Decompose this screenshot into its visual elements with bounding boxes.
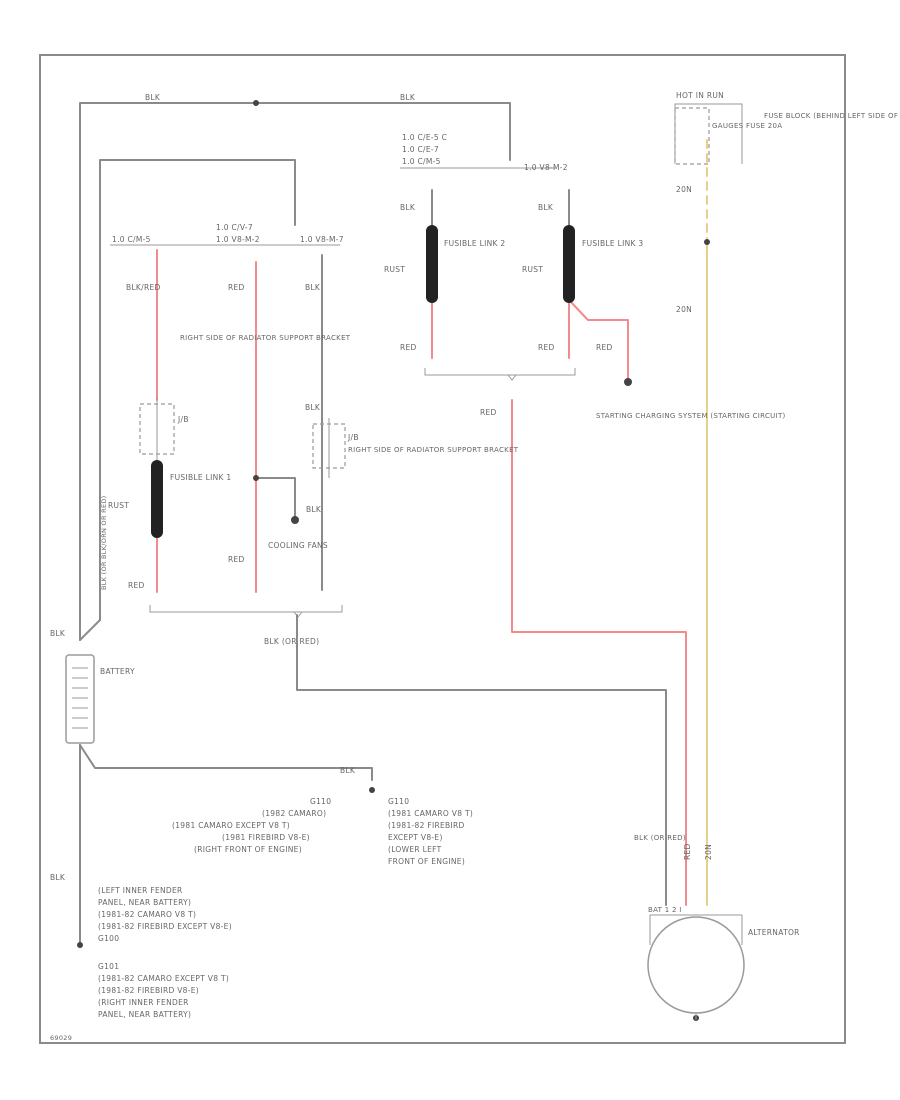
label-g110-e: (RIGHT FRONT OF ENGINE) [194, 845, 302, 854]
label-hot-top-right: 1.0 V8-M-2 [524, 163, 568, 172]
label-g110r-d: EXCEPT V8-E) [388, 833, 443, 842]
label-gauges-fuse: GAUGES FUSE 20A [712, 122, 782, 130]
label-right-row: 1.0 V8-M-7 [300, 235, 344, 244]
diagram-border [39, 54, 846, 1044]
label-red-fl1: RED [128, 581, 145, 590]
label-ground-left-f: G101 [98, 962, 119, 971]
label-alt-terminals: BAT 1 2 I [648, 906, 682, 914]
label-hot-line3: 1.0 C/M-5 [402, 157, 441, 166]
label-bright-side: RIGHT SIDE OF RADIATOR SUPPORT BRACKET [180, 334, 351, 342]
label-vertical-blk: BLK (OR BLK/ORN OR RED) [100, 495, 108, 590]
label-ground-left-h: (1981-82 FIREBIRD V8-E) [98, 986, 199, 995]
label-20n-top: 20N [676, 185, 692, 194]
label-cooling-fans: COOLING FANS [268, 541, 328, 550]
alternator [647, 914, 745, 1020]
label-blk-ground-g110: BLK [340, 766, 356, 775]
label-fuse-row1: 1.0 C/M-5 [112, 235, 151, 244]
label-ground-left-d: (1981-82 FIREBIRD EXCEPT V8-E) [98, 922, 232, 931]
red-wires [156, 249, 687, 906]
label-20n-alt: 20N [704, 844, 713, 860]
label-g110-a: G110 [310, 797, 331, 806]
label-blk-fl2: BLK [400, 203, 416, 212]
label-fuse-row3: 1.0 V8-M-2 [216, 235, 260, 244]
labels: BLK BLK 1.0 C/E-5 C 1.0 C/E-7 1.0 C/M-5 … [50, 91, 900, 1042]
label-right-side-rad: RIGHT SIDE OF RADIATOR SUPPORT BRACKET [348, 446, 519, 454]
label-blk-or-red-alt: BLK (OR RED) [634, 834, 686, 842]
label-blk-ground-left: BLK [50, 873, 66, 882]
label-rust-fl1: RUST [108, 501, 129, 510]
label-blk-fan: BLK [306, 505, 322, 514]
label-jb-right: J/B [347, 433, 359, 442]
label-blk-top-mid: BLK [400, 93, 416, 102]
label-code: 69029 [50, 1034, 72, 1042]
label-ground-left-j: PANEL, NEAR BATTERY) [98, 1010, 191, 1019]
label-blk-battery: BLK [50, 629, 66, 638]
label-red-fl3-branch: RED [596, 343, 613, 352]
label-ground-left-b: PANEL, NEAR BATTERY) [98, 898, 191, 907]
label-g110-b: (1982 CAMARO) [262, 809, 326, 818]
junction-blocks [139, 103, 743, 478]
label-blk-fl3: BLK [538, 203, 554, 212]
label-ground-left-g: (1981-82 CAMARO EXCEPT V8 T) [98, 974, 229, 983]
label-red-alt: RED [683, 843, 692, 860]
label-g110-c: (1981 CAMARO EXCEPT V8 T) [172, 821, 290, 830]
fusible-link-2-body [426, 225, 438, 303]
label-rust-fl3: RUST [522, 265, 543, 274]
label-g110r-c: (1981-82 FIREBIRD [388, 821, 465, 830]
splices [77, 100, 710, 1021]
label-g110r-a: G110 [388, 797, 409, 806]
label-blk-top-left: BLK [145, 93, 161, 102]
label-g110r-f: FRONT OF ENGINE) [388, 857, 465, 866]
label-blk-right: BLK [305, 283, 321, 292]
label-fuse-block: FUSE BLOCK (BEHIND LEFT SIDE OF I/P) [764, 112, 900, 120]
label-g110r-e: (LOWER LEFT [388, 845, 442, 854]
label-red-fl3: RED [538, 343, 555, 352]
label-fuse-row2: 1.0 C/V-7 [216, 223, 253, 232]
fusible-links [151, 225, 575, 538]
label-hot-run: HOT IN RUN [676, 91, 724, 100]
label-red-long: RED [480, 408, 497, 417]
black-wires [79, 102, 667, 946]
label-fusible-link-2: FUSIBLE LINK 2 [444, 239, 506, 248]
label-alternator: ALTERNATOR [748, 928, 800, 937]
label-g110r-b: (1981 CAMARO V8 T) [388, 809, 473, 818]
label-ground-left-i: (RIGHT INNER FENDER [98, 998, 189, 1007]
label-red-mid: RED [228, 283, 245, 292]
label-fusible-link-3: FUSIBLE LINK 3 [582, 239, 644, 248]
label-ground-left-e: G100 [98, 934, 119, 943]
label-fusible-link-1: FUSIBLE LINK 1 [170, 473, 232, 482]
label-battery: BATTERY [100, 667, 135, 676]
label-ground-left-c: (1981-82 CAMARO V8 T) [98, 910, 196, 919]
label-ground-left-a: (LEFT INNER FENDER [98, 886, 183, 895]
label-20n-mid: 20N [676, 305, 692, 314]
label-starting-charging: STARTING CHARGING SYSTEM (STARTING CIRCU… [596, 412, 786, 420]
label-hot-line2: 1.0 C/E-7 [402, 145, 439, 154]
label-g110-d: (1981 FIREBIRD V8-E) [222, 833, 310, 842]
label-red-fl2: RED [400, 343, 417, 352]
label-blk-jb-right: BLK [305, 403, 321, 412]
label-rust-fl2: RUST [384, 265, 405, 274]
label-jb-left: J/B [177, 415, 189, 424]
battery [65, 654, 95, 744]
label-blk-red: BLK/RED [126, 283, 161, 292]
fusible-link-1-body [151, 460, 163, 538]
fusible-link-3-body [563, 225, 575, 303]
label-blk-or-red: BLK (OR RED) [264, 637, 319, 646]
label-hot-line1: 1.0 C/E-5 C [402, 133, 447, 142]
label-red-fan: RED [228, 555, 245, 564]
